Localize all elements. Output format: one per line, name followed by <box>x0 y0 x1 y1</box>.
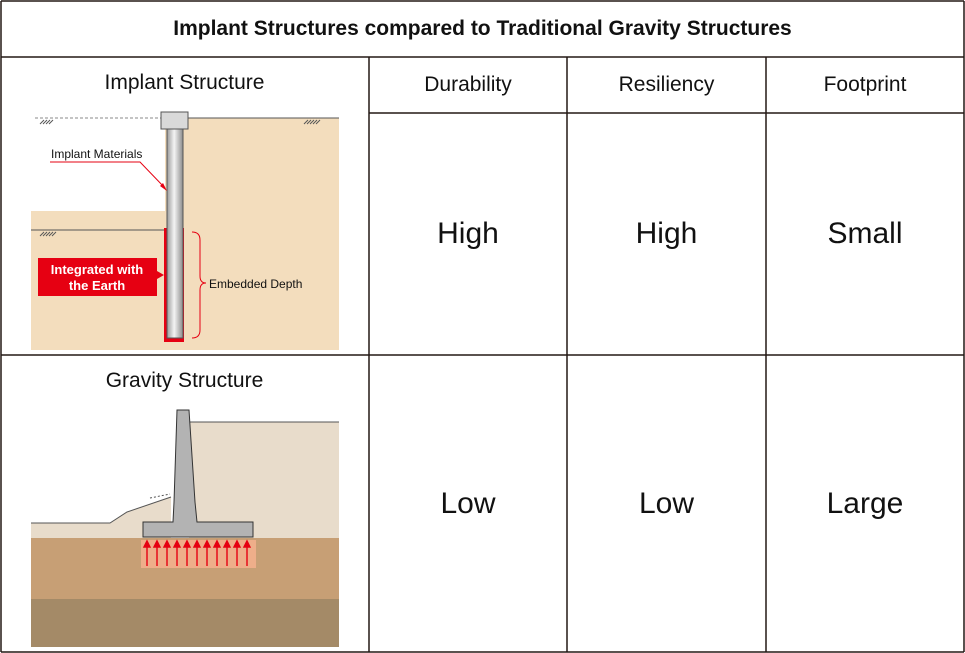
implant-soil-right <box>165 118 339 350</box>
row-label-implant: Implant Structure <box>104 71 265 94</box>
label-implant-materials: Implant Materials <box>51 147 142 161</box>
row-label-gravity: Gravity Structure <box>105 369 264 392</box>
implant-pile-cap <box>160 111 189 130</box>
gravity-backfill <box>189 422 339 538</box>
header-resiliency: Resiliency <box>618 73 715 96</box>
gravity-resiliency-value: Low <box>638 486 695 520</box>
embedded-depth-brace <box>191 231 207 339</box>
bearing-pressure-arrows <box>142 539 252 566</box>
header-footprint: Footprint <box>823 73 907 96</box>
gravity-wall <box>142 409 254 538</box>
implant-resiliency-value: High <box>635 217 698 250</box>
label-embedded-depth: Embedded Depth <box>209 277 302 291</box>
label-integrated-line2: the Earth <box>69 278 125 293</box>
gravity-structure-illustration <box>31 409 339 647</box>
ground-hatch-marks <box>39 119 321 237</box>
materials-leader <box>50 161 166 189</box>
implant-durability-value: High <box>437 217 499 250</box>
gravity-durability-value: Low <box>440 486 496 520</box>
implant-footprint-value: Small <box>827 217 903 250</box>
header-durability: Durability <box>424 73 512 96</box>
gravity-footprint-value: Large <box>826 486 904 520</box>
label-integrated-line1: Integrated with <box>51 262 144 277</box>
table-title: Implant Structures compared to Tradition… <box>173 16 792 40</box>
gravity-front-fill <box>31 497 171 538</box>
integrated-label-box <box>38 258 157 296</box>
implant-structure-illustration: Implant Materials Integrated with the Ea… <box>31 111 339 350</box>
gravity-soil-deep <box>31 599 339 647</box>
